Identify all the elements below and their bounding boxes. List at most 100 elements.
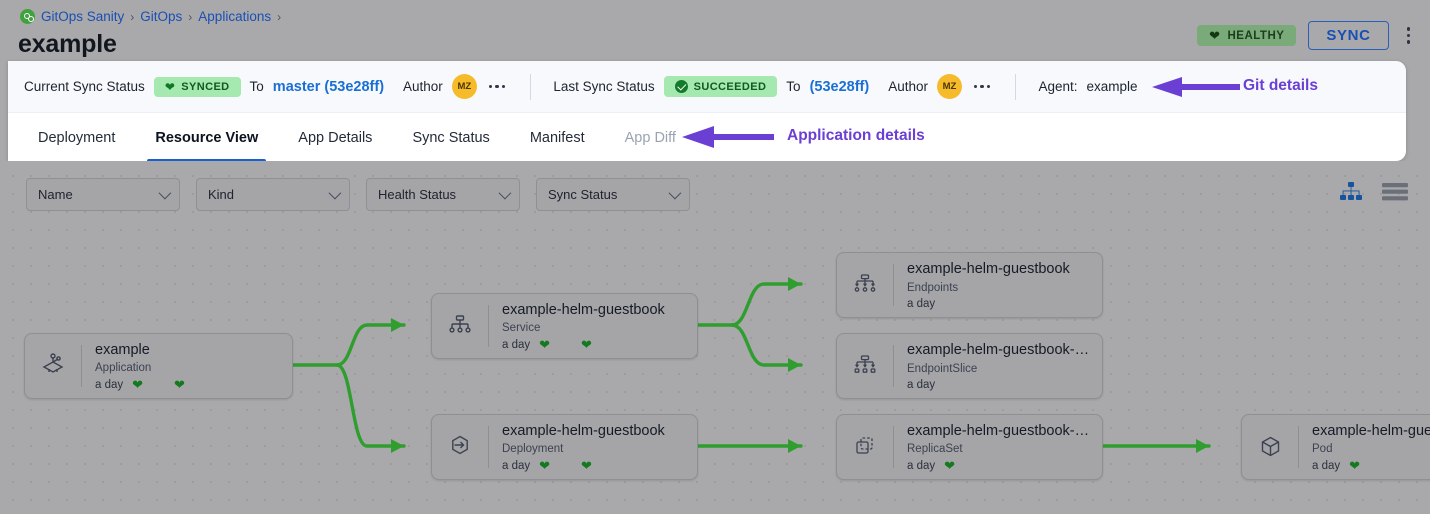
status-badge-succeeded: SUCCEEDED bbox=[663, 76, 778, 97]
tab-deployment[interactable]: Deployment bbox=[38, 129, 116, 146]
git-details-annotation-label: Git details bbox=[1243, 77, 1318, 94]
divider bbox=[893, 345, 894, 387]
health-heart-icon: ❤ bbox=[539, 458, 551, 474]
breadcrumb-item-applications[interactable]: Applications bbox=[198, 9, 272, 24]
status-badge-synced: ❤ SYNCED bbox=[153, 76, 241, 97]
node-kind: Pod bbox=[1312, 443, 1333, 456]
graph-node-endpointslice[interactable]: example-helm-guestbook-ct… EndpointSlice… bbox=[836, 333, 1103, 399]
divider bbox=[893, 264, 894, 306]
node-meta: a day ❤ ❤ bbox=[502, 338, 685, 351]
node-meta: a day ❤ bbox=[907, 459, 1090, 472]
filter-name[interactable]: Name bbox=[26, 178, 180, 211]
graph-node-pod[interactable]: example-helm-guest Pod a day ❤ bbox=[1241, 414, 1430, 480]
node-content: example-helm-guest Pod a day ❤ bbox=[1299, 415, 1430, 479]
graph-node-replicaset[interactable]: example-helm-guestbook-74… ReplicaSet a … bbox=[836, 414, 1103, 480]
last-sync-status-group: Last Sync Status SUCCEEDED To (53e28ff) … bbox=[553, 74, 993, 99]
tab-app-diff[interactable]: App Diff bbox=[624, 129, 676, 146]
health-heart-icon: ❤ bbox=[944, 458, 956, 474]
node-content: example Application a day ❤ ❤ bbox=[82, 334, 292, 398]
node-content: example-helm-guestbook-ct… EndpointSlice… bbox=[894, 334, 1102, 398]
breadcrumb: GitOps Sanity › GitOps › Applications › bbox=[20, 9, 281, 24]
page-title: example bbox=[18, 30, 117, 58]
node-kind: Deployment bbox=[502, 443, 564, 456]
last-revision-link[interactable]: (53e28ff) bbox=[809, 78, 870, 95]
breadcrumb-separator: › bbox=[188, 9, 193, 24]
last-ellipsis-icon[interactable] bbox=[971, 84, 994, 89]
divider bbox=[488, 305, 489, 347]
deployment-icon bbox=[432, 433, 488, 461]
sync-button[interactable]: SYNC bbox=[1308, 21, 1389, 50]
list-view-icon[interactable] bbox=[1382, 182, 1408, 207]
filter-sync-status[interactable]: Sync Status bbox=[536, 178, 690, 211]
node-title: example-helm-guestbook-ct… bbox=[907, 342, 1090, 359]
heart-icon: ❤ bbox=[164, 79, 176, 94]
heart-icon: ❤ bbox=[1209, 28, 1221, 43]
graph-node-service[interactable]: example-helm-guestbook Service a day ❤ ❤ bbox=[431, 293, 698, 359]
tab-sync-status[interactable]: Sync Status bbox=[412, 129, 490, 146]
replicaset-icon bbox=[837, 434, 893, 460]
header-actions: ❤ HEALTHY SYNC bbox=[1197, 21, 1416, 50]
node-kind: EndpointSlice bbox=[907, 362, 978, 375]
node-content: example-helm-guestbook-74… ReplicaSet a … bbox=[894, 415, 1102, 479]
current-revision-link[interactable]: master (53e28ff) bbox=[272, 78, 385, 95]
avatar: MZ bbox=[936, 74, 962, 99]
graph-node-endpoints[interactable]: example-helm-guestbook Endpoints a day bbox=[836, 252, 1103, 318]
succeeded-label: SUCCEEDED bbox=[693, 80, 767, 93]
current-author-label: Author bbox=[403, 79, 443, 94]
node-content: example-helm-guestbook Service a day ❤ ❤ bbox=[489, 294, 697, 358]
node-kind: Application bbox=[95, 362, 152, 375]
node-content: example-helm-guestbook Deployment a day … bbox=[489, 415, 697, 479]
current-sync-status-group: Current Sync Status ❤ SYNCED To master (… bbox=[24, 74, 508, 99]
filter-kind[interactable]: Kind bbox=[196, 178, 350, 211]
sync-heart-icon: ❤ bbox=[581, 458, 592, 474]
node-title: example-helm-guest bbox=[1312, 422, 1430, 439]
node-age: a day bbox=[907, 297, 936, 310]
filter-sync-status-label: Sync Status bbox=[548, 187, 618, 202]
divider bbox=[530, 73, 532, 100]
node-age: a day bbox=[502, 338, 531, 351]
service-icon bbox=[432, 313, 488, 339]
filter-kind-label: Kind bbox=[208, 187, 235, 202]
node-kind: Service bbox=[502, 322, 541, 335]
graph-node-deployment[interactable]: example-helm-guestbook Deployment a day … bbox=[431, 414, 698, 480]
synced-label: SYNCED bbox=[181, 80, 230, 93]
application-details-annotation-arrow bbox=[682, 125, 774, 149]
tab-app-details[interactable]: App Details bbox=[298, 129, 373, 146]
filter-name-label: Name bbox=[38, 187, 73, 202]
sync-heart-icon: ❤ bbox=[174, 377, 185, 393]
chevron-down-icon bbox=[158, 186, 172, 200]
filter-health-status[interactable]: Health Status bbox=[366, 178, 520, 211]
last-to-label: To bbox=[786, 79, 801, 94]
endpointslice-icon bbox=[837, 353, 893, 379]
agent-group: Agent: example bbox=[1038, 79, 1137, 94]
view-mode-toggles bbox=[1340, 182, 1408, 207]
graph-node-application[interactable]: example Application a day ❤ ❤ bbox=[24, 333, 293, 399]
breadcrumb-item-gitops[interactable]: GitOps bbox=[140, 9, 183, 24]
node-age: a day bbox=[95, 378, 124, 391]
argo-cd-logo-icon bbox=[20, 9, 35, 24]
node-title: example bbox=[95, 341, 150, 358]
node-title: example-helm-guestbook bbox=[502, 301, 665, 318]
avatar: MZ bbox=[451, 74, 477, 99]
tab-resource-view[interactable]: Resource View bbox=[135, 113, 278, 161]
current-ellipsis-icon[interactable] bbox=[486, 84, 509, 89]
page-header: GitOps Sanity › GitOps › Applications › … bbox=[0, 0, 1430, 64]
divider bbox=[488, 426, 489, 468]
breadcrumb-separator: › bbox=[277, 9, 282, 24]
node-meta: a day ❤ bbox=[1312, 459, 1430, 472]
node-meta: a day ❤ ❤ bbox=[95, 378, 280, 391]
health-heart-icon: ❤ bbox=[132, 377, 144, 393]
divider bbox=[81, 345, 82, 387]
node-meta: a day ❤ ❤ bbox=[502, 459, 685, 472]
health-heart-icon: ❤ bbox=[539, 337, 551, 353]
check-circle-icon bbox=[674, 80, 688, 93]
resource-graph-canvas: Name Kind Health Status Sync Status bbox=[0, 161, 1430, 514]
kebab-menu-icon[interactable] bbox=[1401, 23, 1417, 48]
tree-view-icon[interactable] bbox=[1340, 182, 1362, 207]
node-kind: Endpoints bbox=[907, 281, 959, 294]
application-icon bbox=[25, 353, 81, 379]
application-details-annotation-label: Application details bbox=[787, 127, 925, 144]
breadcrumb-item-gitops-sanity[interactable]: GitOps Sanity bbox=[41, 9, 125, 24]
tab-manifest[interactable]: Manifest bbox=[529, 129, 585, 146]
current-to-label: To bbox=[249, 79, 264, 94]
